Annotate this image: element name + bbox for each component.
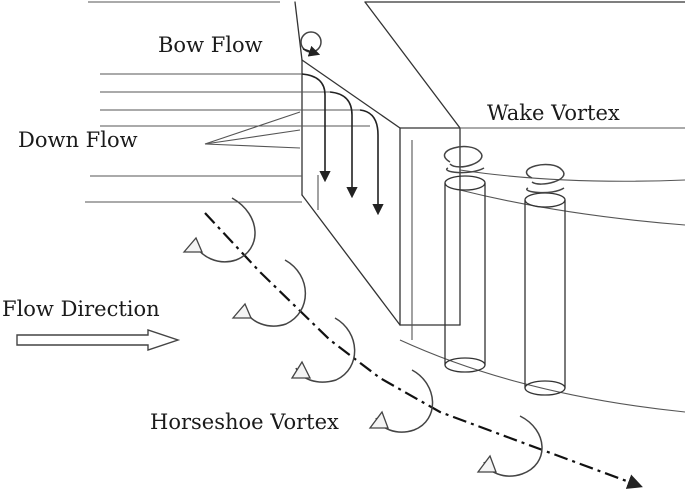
horseshoe-vortex-path bbox=[204, 212, 643, 489]
flow-direction-label: Flow Direction bbox=[2, 297, 160, 321]
horseshoe-vortex-label: Horseshoe Vortex bbox=[150, 410, 339, 434]
bow-flow-label: Bow Flow bbox=[158, 33, 263, 57]
horseshoe-swirls bbox=[182, 197, 543, 477]
flow-direction-arrow-icon bbox=[16, 329, 181, 351]
down-flow-label: Down Flow bbox=[18, 128, 138, 152]
wake-vortex-label: Wake Vortex bbox=[487, 101, 620, 125]
down-flow-arrows bbox=[204, 73, 384, 216]
bow-flow-swirl-icon bbox=[300, 31, 322, 57]
wake-vortex-cylinders bbox=[443, 145, 566, 396]
pier-structure bbox=[294, 1, 685, 340]
surface-lines bbox=[85, 1, 685, 413]
